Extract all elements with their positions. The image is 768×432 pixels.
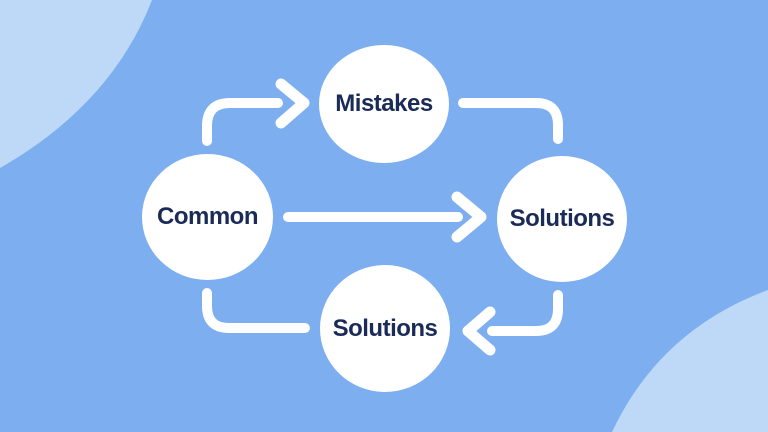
curve-common-to-solutions-bottom <box>202 288 310 333</box>
corner-blob-top-left-icon <box>0 0 152 168</box>
arrow-solutions-to-solutions-bottom <box>462 290 563 356</box>
arrow-right-head-icon <box>451 191 487 243</box>
arrow-common-to-solutions <box>283 191 487 243</box>
arrow-left-head-icon <box>462 306 496 356</box>
arrow-common-to-mistakes <box>202 78 310 146</box>
curve-mistakes-to-solutions <box>458 98 563 144</box>
corner-blob-bottom-right-icon <box>612 290 768 432</box>
node-solutions-bottom-label: Solutions <box>332 314 438 342</box>
node-solutions-right-label: Solutions <box>509 205 615 232</box>
arrow-common-to-mistakes-shaft <box>202 98 283 146</box>
node-solutions-right: Solutions <box>497 156 627 282</box>
arrow-right-head-icon <box>275 78 310 129</box>
arrow-solutions-to-solutions-bottom-shaft <box>487 290 563 336</box>
node-mistakes: Mistakes <box>319 45 449 163</box>
node-mistakes-label: Mistakes <box>335 90 433 117</box>
node-common-label: Common <box>157 203 259 230</box>
node-solutions-bottom: Solutions <box>320 265 450 392</box>
node-common: Common <box>142 154 273 280</box>
